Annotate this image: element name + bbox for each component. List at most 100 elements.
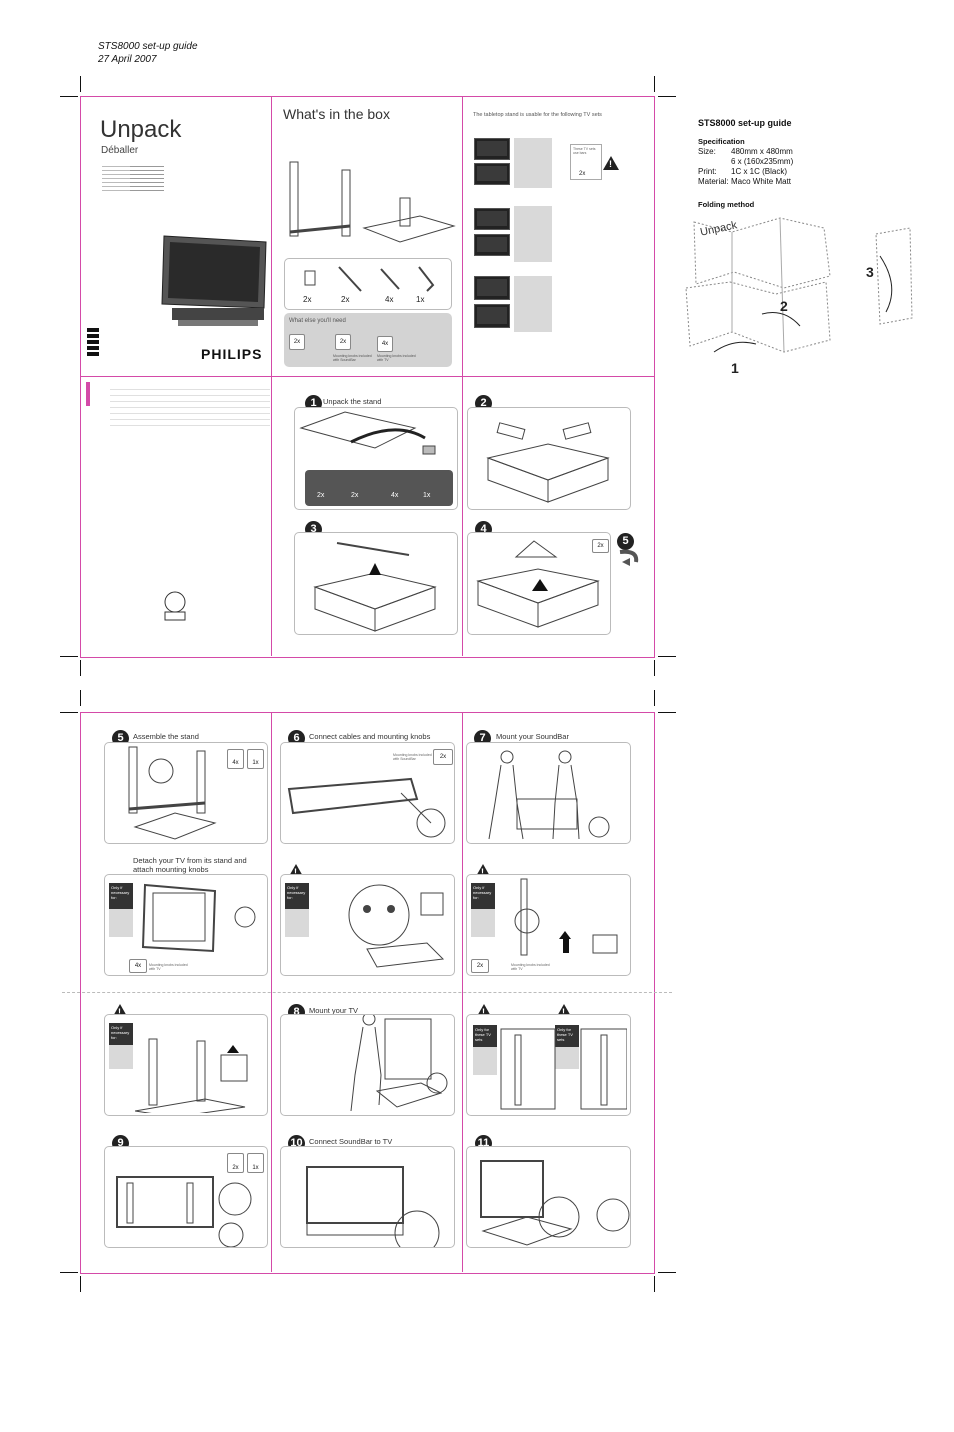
- warning-panel: Only if necessary for:: [280, 874, 455, 976]
- assemble-illustration: [128, 746, 217, 840]
- step-caption: Connect cables and mounting knobs: [309, 732, 431, 741]
- cover-title: Unpack: [100, 116, 182, 143]
- box-open-illustration: [299, 411, 436, 455]
- step-caption: Detach your TV from its stand and attach…: [133, 856, 247, 874]
- language-list: [130, 163, 164, 193]
- crop-mark: [60, 96, 78, 97]
- only-if-box: Only if necessary for:: [109, 1023, 133, 1047]
- crop-mark: [658, 96, 676, 97]
- step-caption: Mount your TV: [309, 1006, 359, 1015]
- tv-model-list: [555, 1047, 579, 1069]
- only-if-box: Only if necessary for:: [285, 883, 309, 911]
- step-caption: Unpack the stand: [323, 397, 382, 406]
- warning-panel: Only if necessary for: 2x Mounting knobs…: [466, 874, 631, 976]
- document-header: STS8000 set-up guide 27 April 2007: [98, 40, 198, 66]
- item-count: 2x: [227, 1153, 244, 1173]
- crop-mark: [80, 690, 81, 706]
- tv-thumbnail: [474, 234, 510, 256]
- step-1-parts-bar: 2x 2x 4x 1x: [305, 470, 453, 506]
- tv-thumbnail: [474, 163, 510, 185]
- top-sheet: [80, 96, 655, 658]
- knobs-closeup-illustration: [348, 884, 445, 968]
- recycle-icon: [164, 591, 186, 621]
- legal-text: [110, 384, 270, 428]
- crop-mark: [654, 690, 655, 706]
- spec-size-value: 480mm x 480mm: [731, 147, 793, 156]
- spec-title: STS8000 set-up guide: [698, 118, 792, 128]
- item-count: 2x: [592, 539, 609, 553]
- final-illustration: [480, 1160, 630, 1246]
- step-caption-line: Detach your TV from its stand and: [133, 856, 247, 865]
- tv-model-list: [514, 138, 552, 188]
- spec-heading: Specification: [698, 137, 745, 146]
- step-caption: Mount your SoundBar: [496, 732, 569, 741]
- tv-illustration: [161, 235, 267, 326]
- step-3-panel: [294, 532, 458, 635]
- only-if-box: Only if necessary for:: [109, 883, 133, 911]
- screws-icon: [304, 266, 435, 292]
- crop-mark: [80, 660, 81, 676]
- step-mount-soundbar-panel: [466, 742, 631, 844]
- tv-model-list: [471, 909, 495, 937]
- stand-parts-illustration: [289, 161, 456, 243]
- spec-size-value: 6 x (160x235mm): [731, 157, 794, 166]
- step-assemble-panel: 4x 1x: [104, 742, 268, 844]
- knob-note: Mounting knobs included with SoundBar: [393, 753, 432, 761]
- spec-material-value: Maco White Matt: [731, 177, 792, 186]
- step-4-panel: 2x: [467, 532, 611, 635]
- crop-mark: [60, 712, 78, 713]
- crop-mark: [80, 76, 81, 92]
- language-list: [102, 163, 132, 193]
- part-count: 4x: [385, 295, 394, 304]
- item-count: 2x: [433, 749, 453, 765]
- fold-step: 3: [866, 264, 874, 280]
- bottom-sheet: [80, 712, 655, 1274]
- tv-thumbnail: [474, 304, 510, 328]
- part-count: 2x: [303, 295, 312, 304]
- fold-line: [62, 992, 672, 993]
- cover-subtitle: Déballer: [101, 145, 139, 156]
- spec-print-label: Print:: [698, 167, 717, 176]
- only-these-box: Only for these TV sets: [473, 1025, 497, 1049]
- step-number: 5: [617, 533, 634, 550]
- lift-frame-illustration: [313, 542, 437, 632]
- bars-count: 2x: [579, 171, 586, 177]
- header-date: 27 April 2007: [98, 54, 157, 65]
- color-bar: [86, 382, 90, 406]
- tv-model-list: [109, 909, 133, 937]
- tv-model-list: [285, 909, 309, 937]
- bars-note-box: These TV sets use bars 2x: [570, 144, 602, 180]
- hardware-box: 2x 2x 4x 1x: [284, 258, 452, 310]
- folded-sheet-diagram: [875, 227, 913, 325]
- tv-model-list: [514, 276, 552, 332]
- item-count: 2x: [471, 959, 489, 973]
- crop-mark: [654, 1276, 655, 1292]
- bars-note: These TV sets use bars: [573, 147, 596, 155]
- part-count: 2x: [351, 492, 359, 499]
- item-count: 2x: [335, 334, 351, 350]
- step-cables-panel: Mounting knobs included with SoundBar 2x: [280, 742, 455, 844]
- step-1-panel: 2x 2x 4x 1x: [294, 407, 458, 510]
- item-count: 4x: [227, 749, 244, 769]
- spec-size-label: Size:: [698, 147, 716, 156]
- detach-illustration: [141, 883, 256, 953]
- fasten-illustration: [116, 1176, 252, 1247]
- crop-mark: [60, 656, 78, 657]
- part-count: 1x: [423, 492, 431, 499]
- other-needs-note: Mounting knobs included with TV: [377, 354, 416, 362]
- item-count: 1x: [247, 749, 264, 769]
- tv-thumbnail: [474, 208, 510, 230]
- turn-page-icon: [619, 549, 639, 566]
- step-9-panel: 2x 1x: [104, 1146, 268, 1248]
- step-11-panel: [466, 1146, 631, 1248]
- crop-mark: [658, 712, 676, 713]
- connect-soundbar-illustration: [306, 1166, 440, 1247]
- tv-sets-intro: The tabletop stand is usable for the fol…: [473, 112, 602, 118]
- only-these-box: Only for these TV sets: [555, 1025, 579, 1049]
- color-bar: [87, 328, 99, 358]
- fold-step: 1: [731, 360, 739, 376]
- remove-bars-illustration: [486, 422, 610, 503]
- only-these-panel: Only for these TV sets Only for these TV…: [466, 1014, 631, 1116]
- step-2-panel: [467, 407, 631, 510]
- other-needs-title: What else you'll need: [289, 318, 346, 324]
